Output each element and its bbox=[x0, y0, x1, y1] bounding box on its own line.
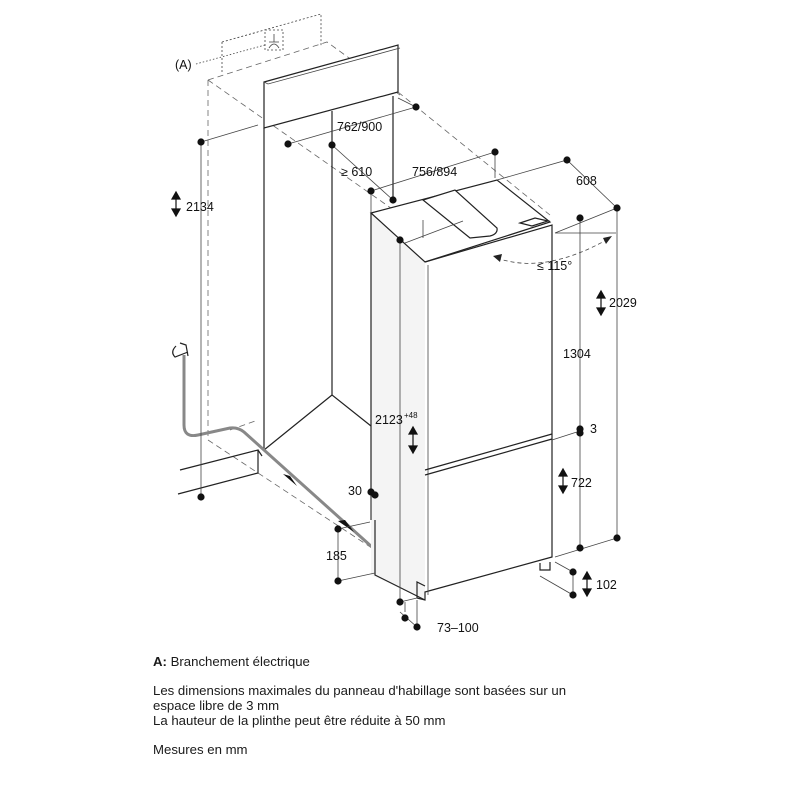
units-note: Mesures en mm bbox=[153, 742, 248, 757]
fridge-appliance bbox=[369, 179, 553, 601]
niche-outline bbox=[177, 41, 551, 561]
plinth-note: La hauteur de la plinthe peut être rédui… bbox=[153, 713, 446, 728]
dim-niche-range: 2123 bbox=[375, 413, 403, 427]
dimension-labels: 2134 762/900 ≥ 610 756/894 608 ≤ 115° 20… bbox=[186, 120, 637, 635]
dim-niche-depth: ≥ 610 bbox=[341, 165, 372, 179]
dim-door-gap: 3 bbox=[590, 422, 597, 436]
connection-marker: (A) bbox=[175, 58, 192, 72]
dim-side-offset: 30 bbox=[348, 484, 362, 498]
electrical-connection bbox=[195, 13, 322, 73]
legend-text: Branchement électrique bbox=[166, 654, 310, 669]
dimension-arrows bbox=[170, 190, 607, 598]
legend-key: A: bbox=[153, 654, 167, 669]
dim-niche-tolerance: +48 bbox=[404, 411, 418, 420]
dim-plinth-setback: 73–100 bbox=[437, 621, 479, 635]
dim-niche-height: 2134 bbox=[186, 200, 214, 214]
dim-appliance-width: 756/894 bbox=[412, 165, 457, 179]
panel-note-2: espace libre de 3 mm bbox=[153, 698, 280, 713]
water-tap-hose bbox=[172, 342, 374, 549]
legend-line: A: Branchement électrique bbox=[153, 654, 566, 669]
panel-note-1: Les dimensions maximales du panneau d'ha… bbox=[153, 683, 567, 698]
dim-plinth-depth: 185 bbox=[326, 549, 347, 563]
dim-plinth-height: 102 bbox=[596, 578, 617, 592]
dim-door-angle: ≤ 115° bbox=[537, 259, 572, 273]
dim-niche-width: 762/900 bbox=[337, 120, 382, 134]
dim-lower-door: 722 bbox=[571, 476, 592, 490]
dim-appliance-height: 2029 bbox=[609, 296, 637, 310]
dimension-points bbox=[197, 103, 621, 631]
dim-upper-door: 1304 bbox=[563, 347, 591, 361]
notes: A: Branchement électrique Les dimensions… bbox=[153, 654, 566, 757]
dim-appliance-depth: 608 bbox=[576, 174, 597, 188]
